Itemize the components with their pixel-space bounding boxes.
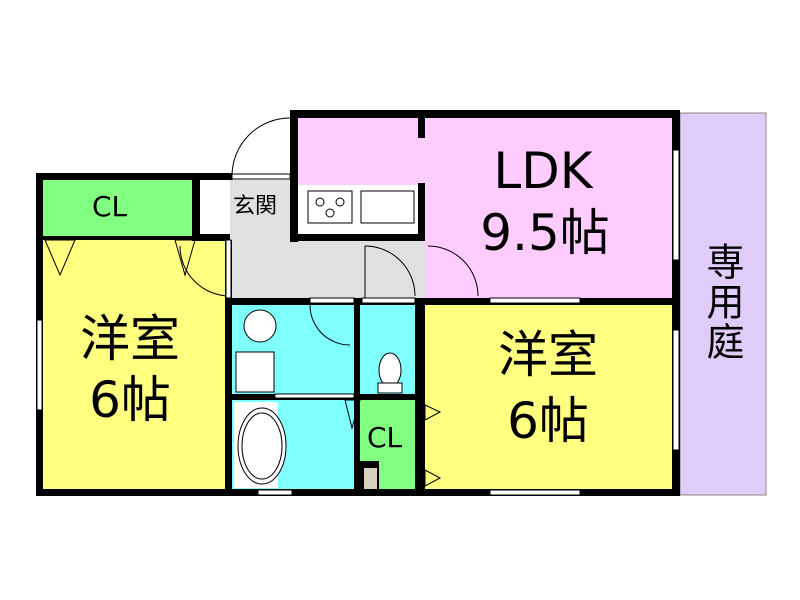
garden-area xyxy=(679,112,767,496)
western-left-name: 洋室 xyxy=(80,310,180,368)
bathtub xyxy=(237,407,287,485)
closet-left xyxy=(42,180,192,236)
hallway-floor xyxy=(230,240,425,302)
stove xyxy=(307,190,353,224)
toilet xyxy=(378,352,402,388)
western-right-name: 洋室 xyxy=(498,326,598,384)
wash-basin xyxy=(243,309,277,343)
ldk-floor xyxy=(298,118,675,300)
closet-small-label: CL xyxy=(367,421,403,454)
ldk-size: 9.5帖 xyxy=(480,204,610,262)
entrance-floor xyxy=(230,180,292,240)
ldk-name: LDK xyxy=(493,142,593,200)
washing-machine-pan xyxy=(235,351,275,393)
garden-label: 専用庭 xyxy=(700,242,744,362)
western-right-size: 6帖 xyxy=(507,392,589,450)
closet-left-label: CL xyxy=(92,190,128,223)
western-left-size: 6帖 xyxy=(89,371,171,429)
western-room-left xyxy=(40,236,230,492)
closet-left-side xyxy=(200,180,228,236)
entrance-label: 玄関 xyxy=(233,194,278,219)
western-room-right xyxy=(425,305,675,491)
kitchen-sink xyxy=(360,190,415,224)
